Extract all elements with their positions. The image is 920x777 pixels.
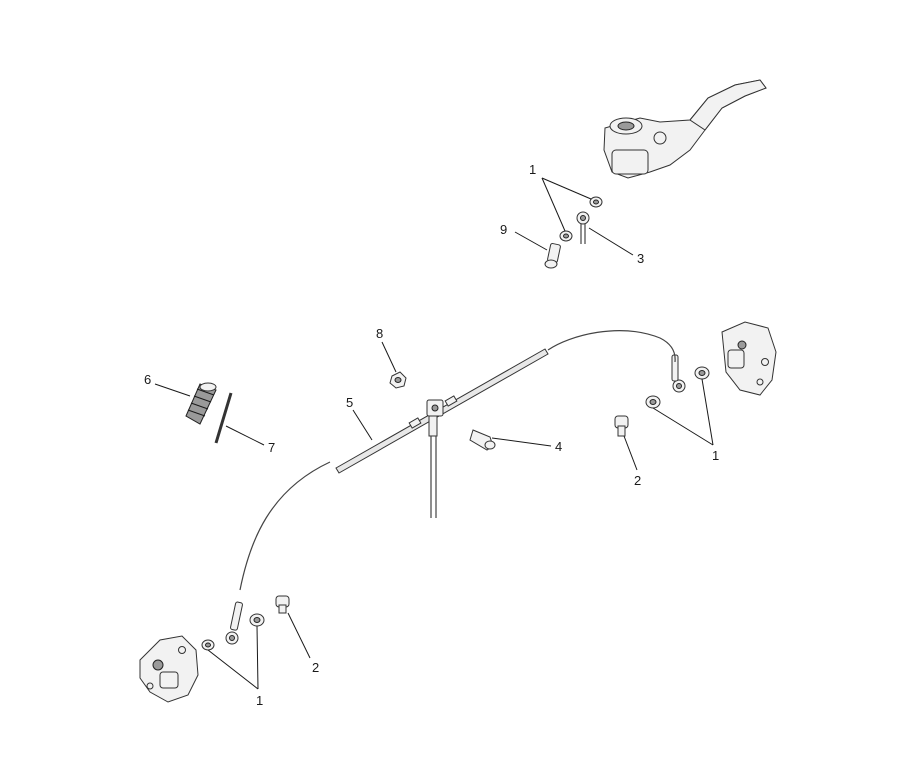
callout-5: 5 (346, 395, 353, 410)
washer-left-outer (201, 639, 215, 651)
washer-top-upper (589, 196, 603, 208)
callout-1-left: 1 (256, 693, 263, 708)
pin-7 (214, 392, 233, 444)
washer-top-lower (559, 230, 573, 242)
banjo-bolt-right (614, 415, 629, 437)
callout-4: 4 (555, 439, 562, 454)
callout-9: 9 (500, 222, 507, 237)
brake-hose-left (239, 461, 331, 591)
hose-distributor (408, 395, 458, 437)
callout-7: 7 (268, 440, 275, 455)
brake-hose-down (430, 436, 437, 518)
master-cylinder-assembly (603, 79, 767, 179)
leader-lines (154, 177, 714, 690)
spring-6 (185, 382, 217, 425)
callout-3: 3 (637, 251, 644, 266)
banjo-bolt-left (275, 595, 290, 614)
callout-1-master: 1 (529, 162, 536, 177)
banjo-bolt-master (544, 243, 561, 269)
banjo-fitting-master (576, 211, 590, 244)
bleed-screw-4 (469, 429, 496, 451)
callout-2-left: 2 (312, 660, 319, 675)
brake-hose-right (547, 330, 676, 363)
callout-8: 8 (376, 326, 383, 341)
left-caliper (139, 635, 199, 703)
callout-2-right: 2 (634, 473, 641, 488)
washer-left-inner (249, 613, 265, 627)
nut-8 (389, 371, 407, 389)
callouts: 1 9 3 8 6 5 7 4 1 2 2 1 (144, 162, 719, 708)
washer-right-outer (694, 366, 710, 380)
banjo-fitting-right (671, 354, 686, 393)
washer-right-inner (645, 395, 661, 409)
callout-6: 6 (144, 372, 151, 387)
banjo-fitting-left (225, 601, 243, 645)
callout-1-right: 1 (712, 448, 719, 463)
right-caliper (721, 321, 777, 396)
